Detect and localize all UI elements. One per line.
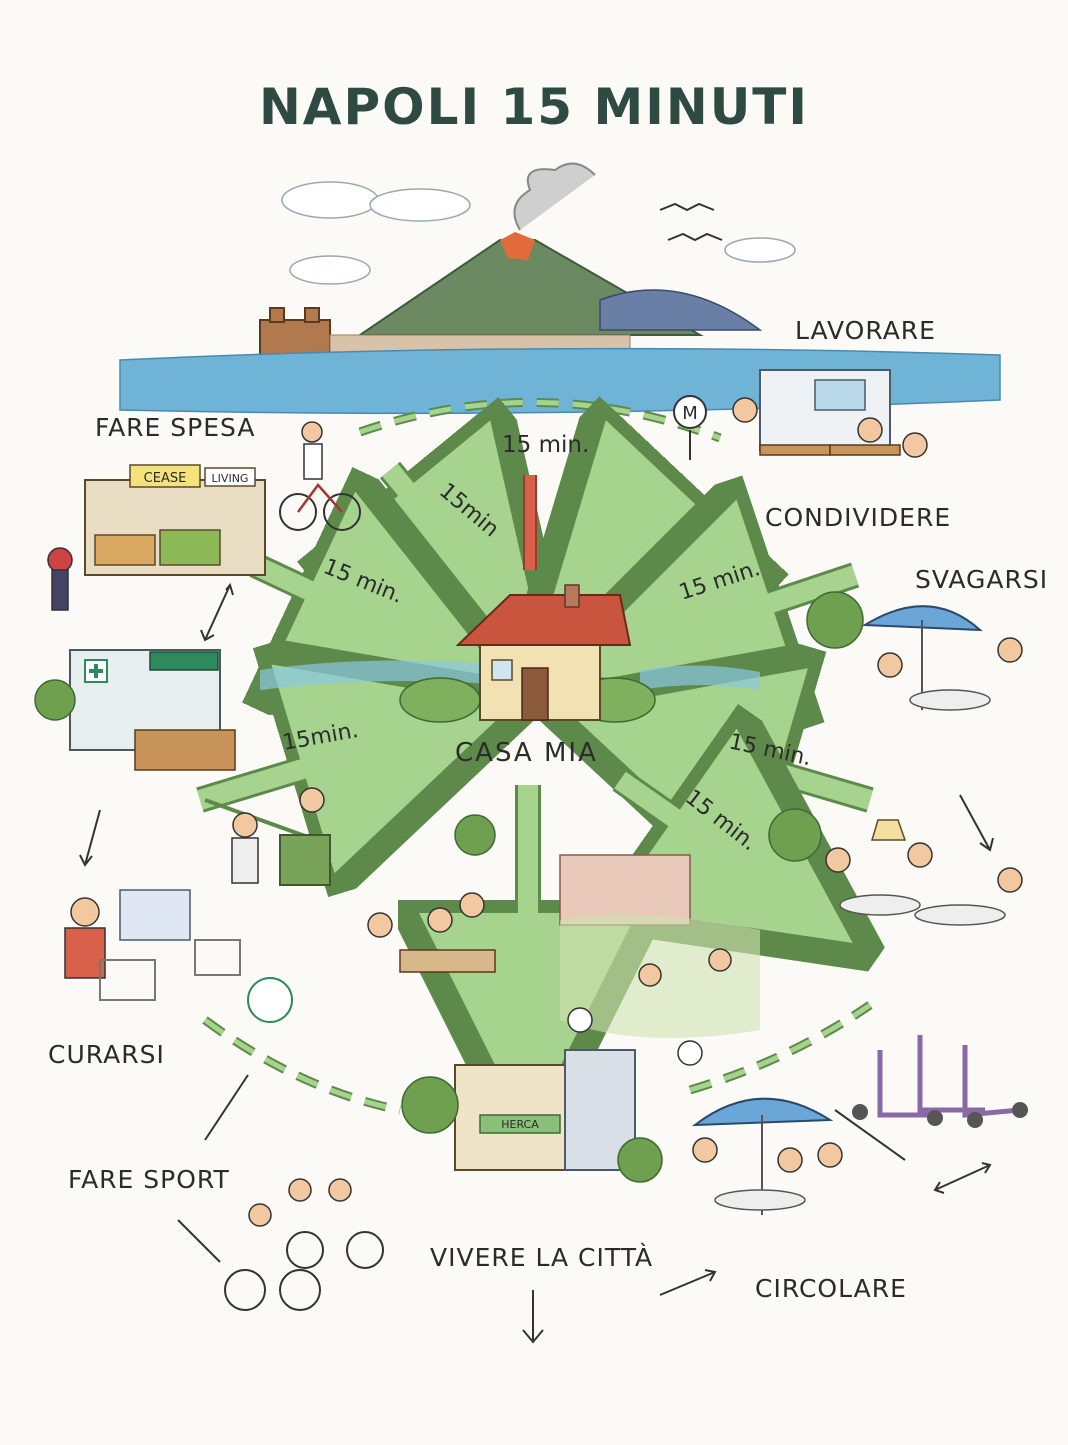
grocery-stall-icon: CEASE LIVING — [47, 464, 266, 611]
house-icon — [260, 584, 760, 723]
shop-sign-2: LIVING — [212, 472, 249, 485]
ball-icon — [567, 1007, 593, 1033]
arrows — [196, 470, 870, 1030]
outdoor-table-icon — [691, 1097, 843, 1215]
double-arrow-icon — [204, 584, 231, 641]
label-fare-sport: FARE SPORT — [68, 1165, 230, 1194]
ball-icon — [677, 1040, 703, 1066]
cyclist-icon — [279, 421, 361, 531]
craft-table-icon — [247, 892, 496, 1023]
cloud-icon — [281, 181, 379, 219]
recycling-people-icon — [231, 787, 331, 886]
cloud-icon — [369, 188, 471, 222]
shopping-cart-person-icon — [64, 889, 241, 1001]
label-fare-spesa: FARE SPESA — [95, 413, 256, 442]
door-icon — [521, 667, 549, 721]
shop-sign: CEASE — [144, 471, 187, 486]
coworking-icon — [732, 369, 928, 458]
market-sign: HERCA — [501, 1118, 539, 1131]
right-arrow-icon — [659, 1271, 716, 1296]
down-arrow-icon — [959, 794, 991, 851]
label-vivere-la-citta: VIVERE LA CITTÀ — [430, 1243, 654, 1272]
label-condividere: CONDIVIDERE — [765, 503, 952, 532]
seagull-icon — [667, 232, 723, 242]
market-building-icon: HERCA — [401, 1049, 663, 1183]
lamp-cafe-icon — [768, 808, 1023, 926]
volcano-smoke — [513, 162, 596, 231]
recycle-sign-icon — [247, 977, 293, 1023]
family-cyclists-icon — [224, 1178, 384, 1311]
cafe-umbrella-icon — [806, 591, 1023, 711]
down-arrow-icon — [84, 809, 101, 866]
lava — [500, 232, 535, 260]
label-circolare: CIRCOLARE — [755, 1274, 907, 1303]
scooters-icon — [852, 1035, 1028, 1128]
park-playground-icon — [454, 814, 760, 1066]
page-title: NAPOLI 15 MINUTI — [258, 78, 810, 136]
label-lavorare: LAVORARE — [795, 316, 936, 345]
center-label-casa-mia: CASA MIA — [455, 738, 598, 768]
arrow-label-top: 15 min. — [502, 432, 589, 458]
label-svagarsi: SVAGARSI — [915, 565, 1049, 594]
double-arrow-icon — [934, 1164, 991, 1191]
roof — [455, 594, 632, 646]
cloud-icon — [724, 237, 796, 263]
svg-text:M: M — [682, 403, 698, 424]
cloud-icon — [289, 255, 371, 285]
pharmacy-icon — [34, 649, 236, 771]
label-curarsi: CURARSI — [48, 1040, 165, 1069]
seagull-icon — [659, 202, 715, 212]
